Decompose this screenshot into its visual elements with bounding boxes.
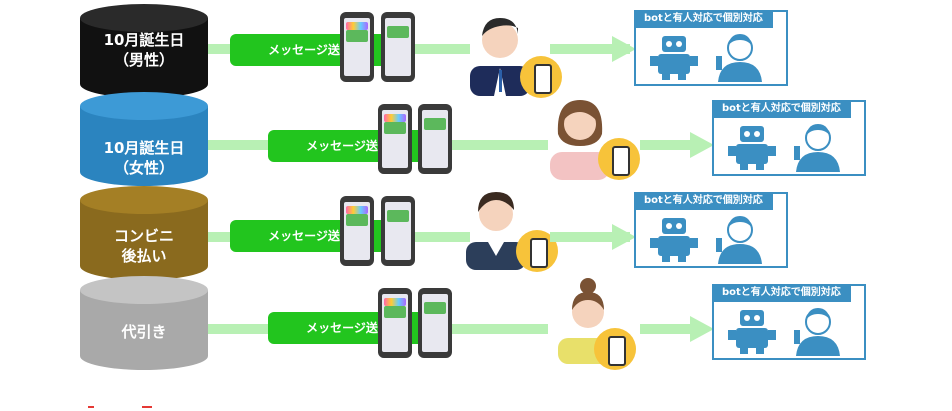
segment-label: 代引き — [121, 323, 167, 341]
person-icon — [470, 18, 530, 96]
robot-icon — [650, 218, 698, 262]
robot-icon — [728, 126, 776, 170]
bot-panel-title: botと有人対応で個別対応 — [634, 192, 773, 210]
segment-label: 10月誕生日 （男性） — [103, 31, 185, 69]
segment-row-3: コンビニ 後払い メッセージ送信 botと有人対応で個別対応 — [0, 184, 952, 280]
bot-and-agent-panel: botと有人対応で個別対応 — [712, 284, 866, 360]
database-cylinder-icon: 10月誕生日 （女性） — [80, 92, 208, 186]
support-agent-icon — [716, 34, 762, 82]
arrow-head — [690, 316, 714, 342]
support-agent-icon — [794, 124, 840, 172]
flow-arrow — [550, 44, 630, 54]
arrow-head — [612, 224, 636, 250]
support-agent-icon — [716, 216, 762, 264]
smartphone-icon — [381, 12, 415, 82]
phone-badge-icon — [598, 138, 640, 180]
smartphone-icon — [418, 104, 452, 174]
segment-row-2: 10月誕生日 （女性） メッセージ送信 botと有人対応で個別対応 — [0, 92, 952, 186]
robot-icon — [728, 310, 776, 354]
person-icon — [550, 100, 610, 180]
segment-label: 10月誕生日 （女性） — [103, 139, 185, 177]
bot-panel-title: botと有人対応で個別対応 — [712, 100, 851, 118]
smartphone-icon — [378, 288, 412, 358]
phone-badge-icon — [520, 56, 562, 98]
phone-badge-icon — [594, 328, 636, 370]
arrow-head — [690, 132, 714, 158]
bot-and-agent-panel: botと有人対応で個別対応 — [712, 100, 866, 176]
flow-arrow — [640, 140, 692, 150]
database-cylinder-icon: 代引き — [80, 276, 208, 370]
arrow-head — [612, 36, 636, 62]
segment-label: コンビニ 後払い — [113, 227, 174, 265]
bot-panel-title: botと有人対応で個別対応 — [712, 284, 851, 302]
bot-panel-title: botと有人対応で個別対応 — [634, 10, 773, 28]
smartphone-icon — [418, 288, 452, 358]
database-cylinder-icon: コンビニ 後払い — [80, 186, 208, 280]
support-agent-icon — [794, 308, 840, 356]
decorative-marks — [88, 406, 152, 408]
flow-arrow — [550, 232, 630, 242]
bot-and-agent-panel: botと有人対応で個別対応 — [634, 192, 788, 268]
segment-row-1: 10月誕生日 （男性） メッセージ送信 botと有人対応で個別対応 — [0, 0, 952, 98]
robot-icon — [650, 36, 698, 80]
segment-row-4: 代引き メッセージ送信 botと有人対応で個別対応 — [0, 276, 952, 370]
person-icon — [466, 192, 526, 270]
smartphone-icon — [340, 196, 374, 266]
smartphone-icon — [378, 104, 412, 174]
flow-arrow — [640, 324, 692, 334]
database-cylinder-icon: 10月誕生日 （男性） — [80, 4, 208, 98]
bot-and-agent-panel: botと有人対応で個別対応 — [634, 10, 788, 86]
smartphone-icon — [340, 12, 374, 82]
smartphone-icon — [381, 196, 415, 266]
